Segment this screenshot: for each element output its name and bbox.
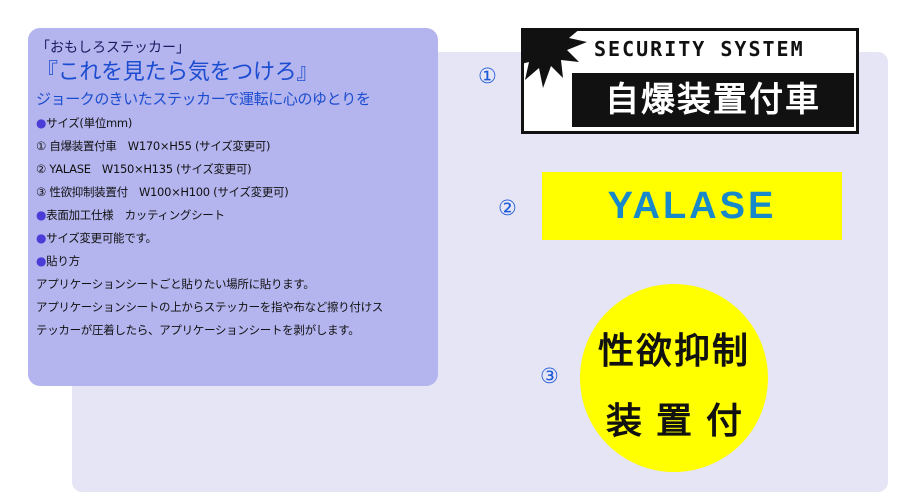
info-catchphrase: 『これを見たら気をつけろ』 <box>36 60 319 85</box>
size-item: ② YALASE W150×H135 (サイズ変更可) <box>36 162 252 176</box>
size-item: ③ 性欲抑制装置付 W100×H100 (サイズ変更可) <box>36 185 289 199</box>
apply-line: アプリケーションシートごと貼りたい場所に貼ります。 <box>36 277 315 291</box>
info-title: 「おもしろステッカー」 <box>36 40 190 56</box>
size-heading: ●サイズ(単位mm) <box>36 112 438 135</box>
size-change-line: ●サイズ変更可能です。 <box>36 227 438 250</box>
apply-line: アプリケーションシートの上からステッカーを指や布など擦り付けス <box>36 300 383 314</box>
apply-heading: ●貼り方 <box>36 250 438 273</box>
size-heading-text: サイズ(単位mm) <box>46 116 133 130</box>
sticker1-bottom-text: 自爆装置付車 <box>572 73 854 127</box>
info-box: 「おもしろステッカー」 『これを見たら気をつけろ』 ジョークのきいたステッカーで… <box>28 28 438 386</box>
sticker-number-3: ③ <box>540 364 559 388</box>
sticker-number-2: ② <box>498 196 517 220</box>
sticker-security-system: SECURITY SYSTEM 自爆装置付車 <box>521 28 859 134</box>
apply-line: テッカーが圧着したら、アプリケーションシートを剥がします。 <box>36 323 360 337</box>
apply-heading-text: 貼り方 <box>46 254 80 268</box>
sticker3-line1: 性欲抑制 <box>597 331 750 372</box>
sticker2-text: YALASE <box>607 185 777 227</box>
info-subtitle: ジョークのきいたステッカーで運転に心のゆとりを <box>36 90 371 108</box>
burst-icon <box>521 28 587 88</box>
sticker-number-1: ① <box>478 64 497 88</box>
bullet-icon: ● <box>36 231 47 245</box>
size-item: ① 自爆装置付車 W170×H55 (サイズ変更可) <box>36 139 271 153</box>
sticker-circle: 性欲抑制 装置付 <box>580 284 768 472</box>
size-change-text: サイズ変更可能です。 <box>46 231 157 245</box>
sticker1-top-text: SECURITY SYSTEM <box>594 37 805 61</box>
finish-line: ●表面加工仕様 カッティングシート <box>36 204 438 227</box>
sticker3-line2: 装置付 <box>605 401 756 442</box>
finish-text: 表面加工仕様 カッティングシート <box>46 208 225 222</box>
bullet-icon: ● <box>36 116 47 130</box>
sticker-yalase: YALASE <box>542 172 842 240</box>
bullet-icon: ● <box>36 254 47 268</box>
bullet-icon: ● <box>36 208 47 222</box>
